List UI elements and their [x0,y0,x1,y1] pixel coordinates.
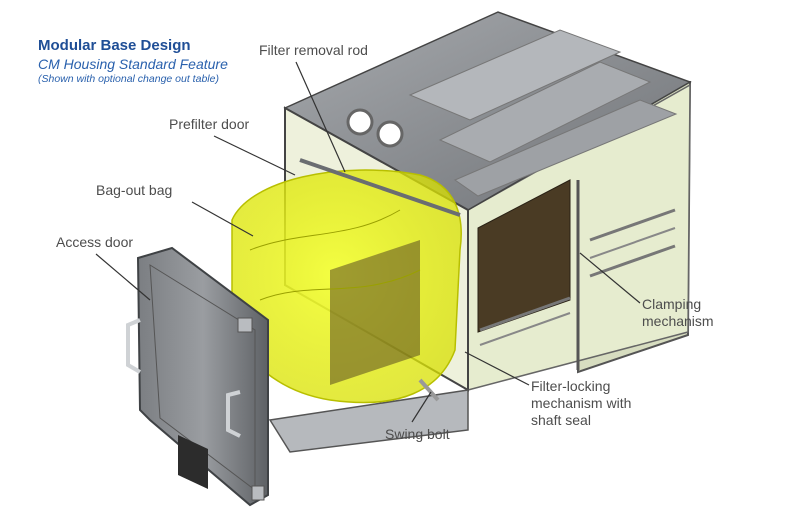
callout-clamping-line2: mechanism [642,313,714,329]
filter-removal-rod [299,158,461,217]
swing-bolt [418,378,440,402]
callout-locking-line3: shaft seal [531,412,591,428]
diagram-title: Modular Base Design [38,37,191,54]
callout-locking-line2: mechanism with [531,395,632,411]
callout-filter-locking-mechanism: Filter-locking mechanism with shaft seal [531,378,631,429]
callout-bag-out-bag: Bag-out bag [96,182,173,198]
callout-locking-line1: Filter-locking [531,378,611,394]
callout-clamping-mechanism: Clamping mechanism [642,296,714,330]
callout-swing-bolt: Swing bolt [385,426,450,442]
callout-filter-removal-rod: Filter removal rod [259,42,368,58]
diagram-subtitle: CM Housing Standard Feature [38,56,228,73]
callout-access-door: Access door [56,234,134,250]
bag-out-bag [231,169,462,404]
access-door [126,246,269,507]
callout-prefilter-door: Prefilter door [169,116,250,132]
title-block: Modular Base Design CM Housing Standard … [38,37,228,85]
callout-clamping-line1: Clamping [642,296,702,312]
diagram-note: (Shown with optional change out table) [38,73,219,86]
leader-lines [95,61,641,423]
